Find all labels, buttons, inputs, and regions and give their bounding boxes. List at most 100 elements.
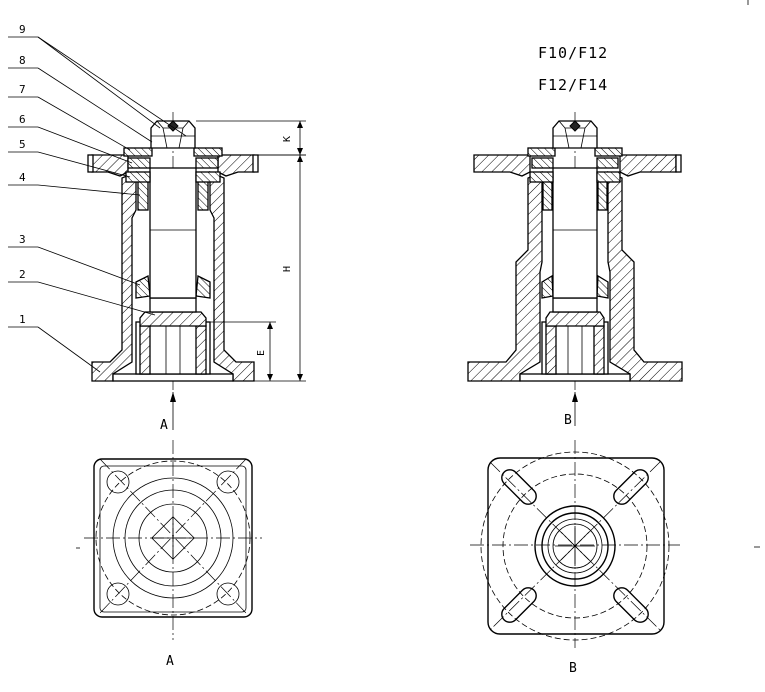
- leader-1: [37, 326, 101, 373]
- left-section-view: [87, 112, 259, 390]
- arrow-b-label: B: [564, 413, 572, 428]
- left-plate-7-left: [123, 147, 153, 157]
- title-line-2: F12/F14: [538, 76, 608, 94]
- view-a-bolt-circle: [95, 460, 251, 616]
- balloon-leaders: [8, 36, 187, 373]
- view-a-hole-bl: [106, 582, 130, 606]
- title-line-1: F10/F12: [538, 44, 608, 62]
- dim-label-h: H: [282, 266, 293, 272]
- view-a-bolt-holes: [106, 470, 240, 606]
- view-a-drive-cross: [152, 517, 194, 559]
- right-seal-ring-left: [541, 274, 554, 299]
- leader-9b: [37, 36, 187, 137]
- view-a-ring-inner: [138, 503, 208, 573]
- bottom-view-a: [84, 440, 262, 640]
- leader-4: [37, 184, 141, 196]
- right-flange-lip: [675, 154, 682, 173]
- right-plate-7-right: [594, 147, 623, 157]
- right-body-wall-left: [467, 171, 543, 382]
- right-coupling-neck: [552, 297, 598, 313]
- right-seal-4-left: [542, 177, 553, 211]
- dimension-lines: [196, 120, 306, 382]
- view-a-square-drive: [151, 516, 195, 560]
- bottom-view-b: [470, 440, 680, 648]
- left-shaft: [149, 167, 197, 299]
- left-seal-ring-left: [135, 274, 151, 299]
- view-b-boss-inner: [547, 518, 603, 574]
- right-clamp-6-right: [596, 157, 619, 169]
- left-coupling-neck: [149, 297, 197, 313]
- left-seal-4-right: [197, 177, 209, 211]
- left-plate-7-right: [193, 147, 223, 157]
- view-b-bore-cross: [555, 526, 595, 566]
- view-a-flange-inner: [99, 465, 247, 613]
- right-bushing-wall-left: [545, 325, 557, 375]
- view-b-boss-outer: [534, 505, 616, 587]
- view-a-hole-tr: [216, 470, 240, 494]
- view-a-caption: A: [166, 654, 174, 669]
- left-bushing-wall-left: [139, 325, 151, 375]
- right-clamp-6-left: [531, 157, 554, 169]
- view-b-bolt-circle-inner: [502, 473, 648, 619]
- right-section-view: [467, 112, 683, 390]
- arrow-a-label: A: [160, 418, 168, 433]
- view-b-flange-outline: [487, 457, 665, 635]
- view-b-slot-tl: [501, 469, 537, 505]
- right-top-flange-right: [619, 154, 677, 177]
- left-coupling: [139, 311, 207, 327]
- left-bushing-wall-right: [195, 325, 207, 375]
- right-coupling: [545, 311, 605, 327]
- arrow-b-head: [572, 392, 578, 402]
- arrow-a-head: [170, 392, 176, 402]
- view-b-caption: B: [569, 661, 577, 676]
- left-washer-5-left: [125, 171, 151, 183]
- view-b-slot-bl: [501, 587, 537, 623]
- dim-label-e: E: [256, 350, 267, 356]
- right-top-flange-left: [473, 154, 531, 177]
- view-b-bolt-circle-outer: [480, 451, 670, 641]
- left-body-wall-left: [91, 171, 137, 382]
- dim-label-k: K: [282, 136, 293, 142]
- right-hex-mark: [569, 120, 581, 132]
- right-plate-7-left: [527, 147, 556, 157]
- left-top-flange-left: [91, 154, 129, 177]
- left-seal-ring-right: [195, 274, 211, 299]
- view-a-hole-br: [216, 582, 240, 606]
- right-bushing-wall-right: [593, 325, 605, 375]
- leader-5: [37, 151, 131, 178]
- balloon-2: 2: [19, 268, 26, 281]
- view-b-slots: [501, 469, 649, 623]
- left-washer-5-right: [195, 171, 221, 183]
- balloon-1: 1: [19, 313, 26, 326]
- right-washer-5-left: [529, 171, 554, 183]
- left-clamp-6-right: [195, 157, 219, 169]
- balloon-5: 5: [19, 138, 26, 151]
- leader-8: [37, 67, 153, 143]
- view-b-slot-tr: [613, 469, 649, 505]
- balloon-8: 8: [19, 54, 26, 67]
- right-washer-5-right: [596, 171, 621, 183]
- left-top-flange-right: [217, 154, 255, 177]
- view-a-ring-outer: [112, 477, 234, 599]
- view-a-flange-outline: [93, 458, 253, 618]
- left-base-plate: [112, 373, 234, 382]
- dim-e-arrows: [267, 322, 273, 381]
- right-seal-4-right: [597, 177, 608, 211]
- view-b-slot-br: [613, 587, 649, 623]
- balloon-7: 7: [19, 83, 26, 96]
- balloon-9: 9: [19, 23, 26, 36]
- right-shaft: [552, 167, 598, 299]
- leader-3: [37, 246, 141, 286]
- right-base-plate: [519, 373, 631, 382]
- right-body-wall-right: [607, 171, 683, 382]
- view-a-hole-tl: [106, 470, 130, 494]
- leader-9a: [37, 36, 161, 129]
- view-b-boss-mid: [541, 512, 609, 580]
- left-body-wall-right: [209, 171, 255, 382]
- right-seal-ring-right: [596, 274, 609, 299]
- balloon-6: 6: [19, 113, 26, 126]
- leader-7: [37, 96, 131, 151]
- left-seal-4-left: [137, 177, 149, 211]
- leader-2: [37, 281, 156, 316]
